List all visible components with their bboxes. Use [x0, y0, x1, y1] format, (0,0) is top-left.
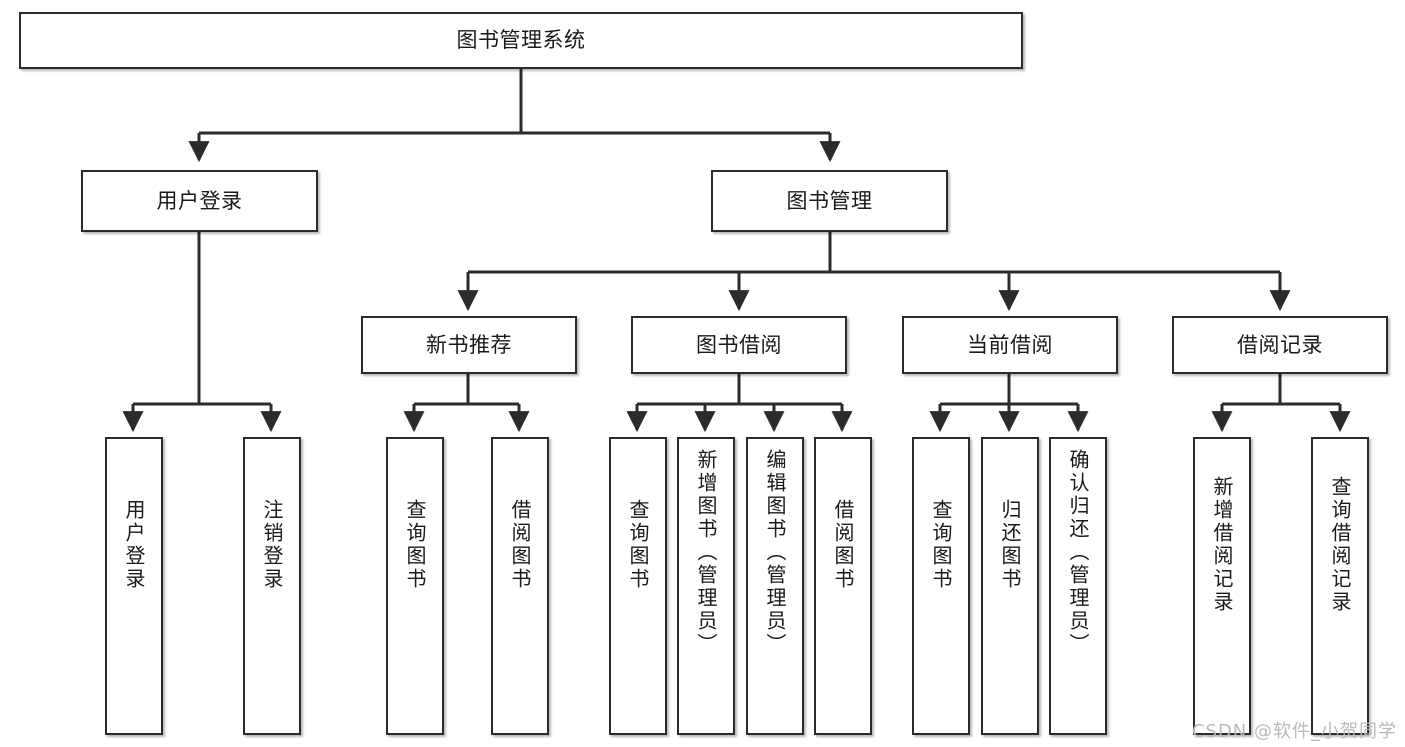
- node-book-management[interactable]: 图书管理: [711, 170, 948, 232]
- node-label: 用户登录: [156, 188, 243, 213]
- leaf-add-book-admin[interactable]: 新增图书（管理员）: [677, 437, 735, 735]
- leaf-label: 用户登录: [122, 499, 146, 591]
- leaf-label: 查询借阅记录: [1328, 476, 1352, 614]
- node-user-login[interactable]: 用户登录: [81, 170, 318, 232]
- leaf-edit-book-admin[interactable]: 编辑图书（管理员）: [746, 437, 804, 735]
- node-root-book-management-system[interactable]: 图书管理系统: [19, 12, 1023, 69]
- leaf-label: 编辑图书（管理员）: [763, 449, 787, 656]
- leaf-label: 查询图书: [929, 499, 953, 591]
- leaf-query-books-recommendation[interactable]: 查询图书: [386, 437, 444, 735]
- leaf-label: 查询图书: [403, 499, 427, 591]
- node-label: 新书推荐: [426, 332, 512, 357]
- watermark-text: CSDN @软件_小贺同学: [1191, 721, 1397, 742]
- leaf-label: 新增图书（管理员）: [694, 449, 718, 656]
- leaf-label: 借阅图书: [831, 499, 855, 591]
- leaf-borrow-books-borrowing[interactable]: 借阅图书: [814, 437, 872, 735]
- node-current-borrowing[interactable]: 当前借阅: [902, 316, 1118, 374]
- leaf-return-books[interactable]: 归还图书: [981, 437, 1039, 735]
- node-label: 图书管理系统: [456, 28, 586, 53]
- leaf-label: 确认归还（管理员）: [1066, 449, 1090, 656]
- leaf-borrow-books-recommendation[interactable]: 借阅图书: [491, 437, 549, 735]
- leaf-user-login[interactable]: 用户登录: [105, 437, 163, 735]
- node-label: 图书管理: [786, 188, 873, 213]
- node-label: 借阅记录: [1237, 332, 1323, 357]
- leaf-label: 归还图书: [998, 499, 1022, 591]
- node-new-book-recommendation[interactable]: 新书推荐: [361, 316, 577, 374]
- leaf-query-books-borrowing[interactable]: 查询图书: [609, 437, 667, 735]
- leaf-label: 新增借阅记录: [1210, 476, 1234, 614]
- leaf-confirm-return-admin[interactable]: 确认归还（管理员）: [1049, 437, 1107, 735]
- leaf-add-borrow-record[interactable]: 新增借阅记录: [1193, 437, 1251, 735]
- node-book-borrowing[interactable]: 图书借阅: [631, 316, 847, 374]
- leaf-label: 注销登录: [260, 499, 284, 591]
- leaf-logout[interactable]: 注销登录: [243, 437, 301, 735]
- leaf-label: 借阅图书: [508, 499, 532, 591]
- leaf-query-books-current[interactable]: 查询图书: [912, 437, 970, 735]
- leaf-label: 查询图书: [626, 499, 650, 591]
- leaf-query-borrow-record[interactable]: 查询借阅记录: [1311, 437, 1369, 735]
- node-label: 图书借阅: [696, 332, 782, 357]
- node-borrowing-records[interactable]: 借阅记录: [1172, 316, 1388, 374]
- node-label: 当前借阅: [967, 332, 1053, 357]
